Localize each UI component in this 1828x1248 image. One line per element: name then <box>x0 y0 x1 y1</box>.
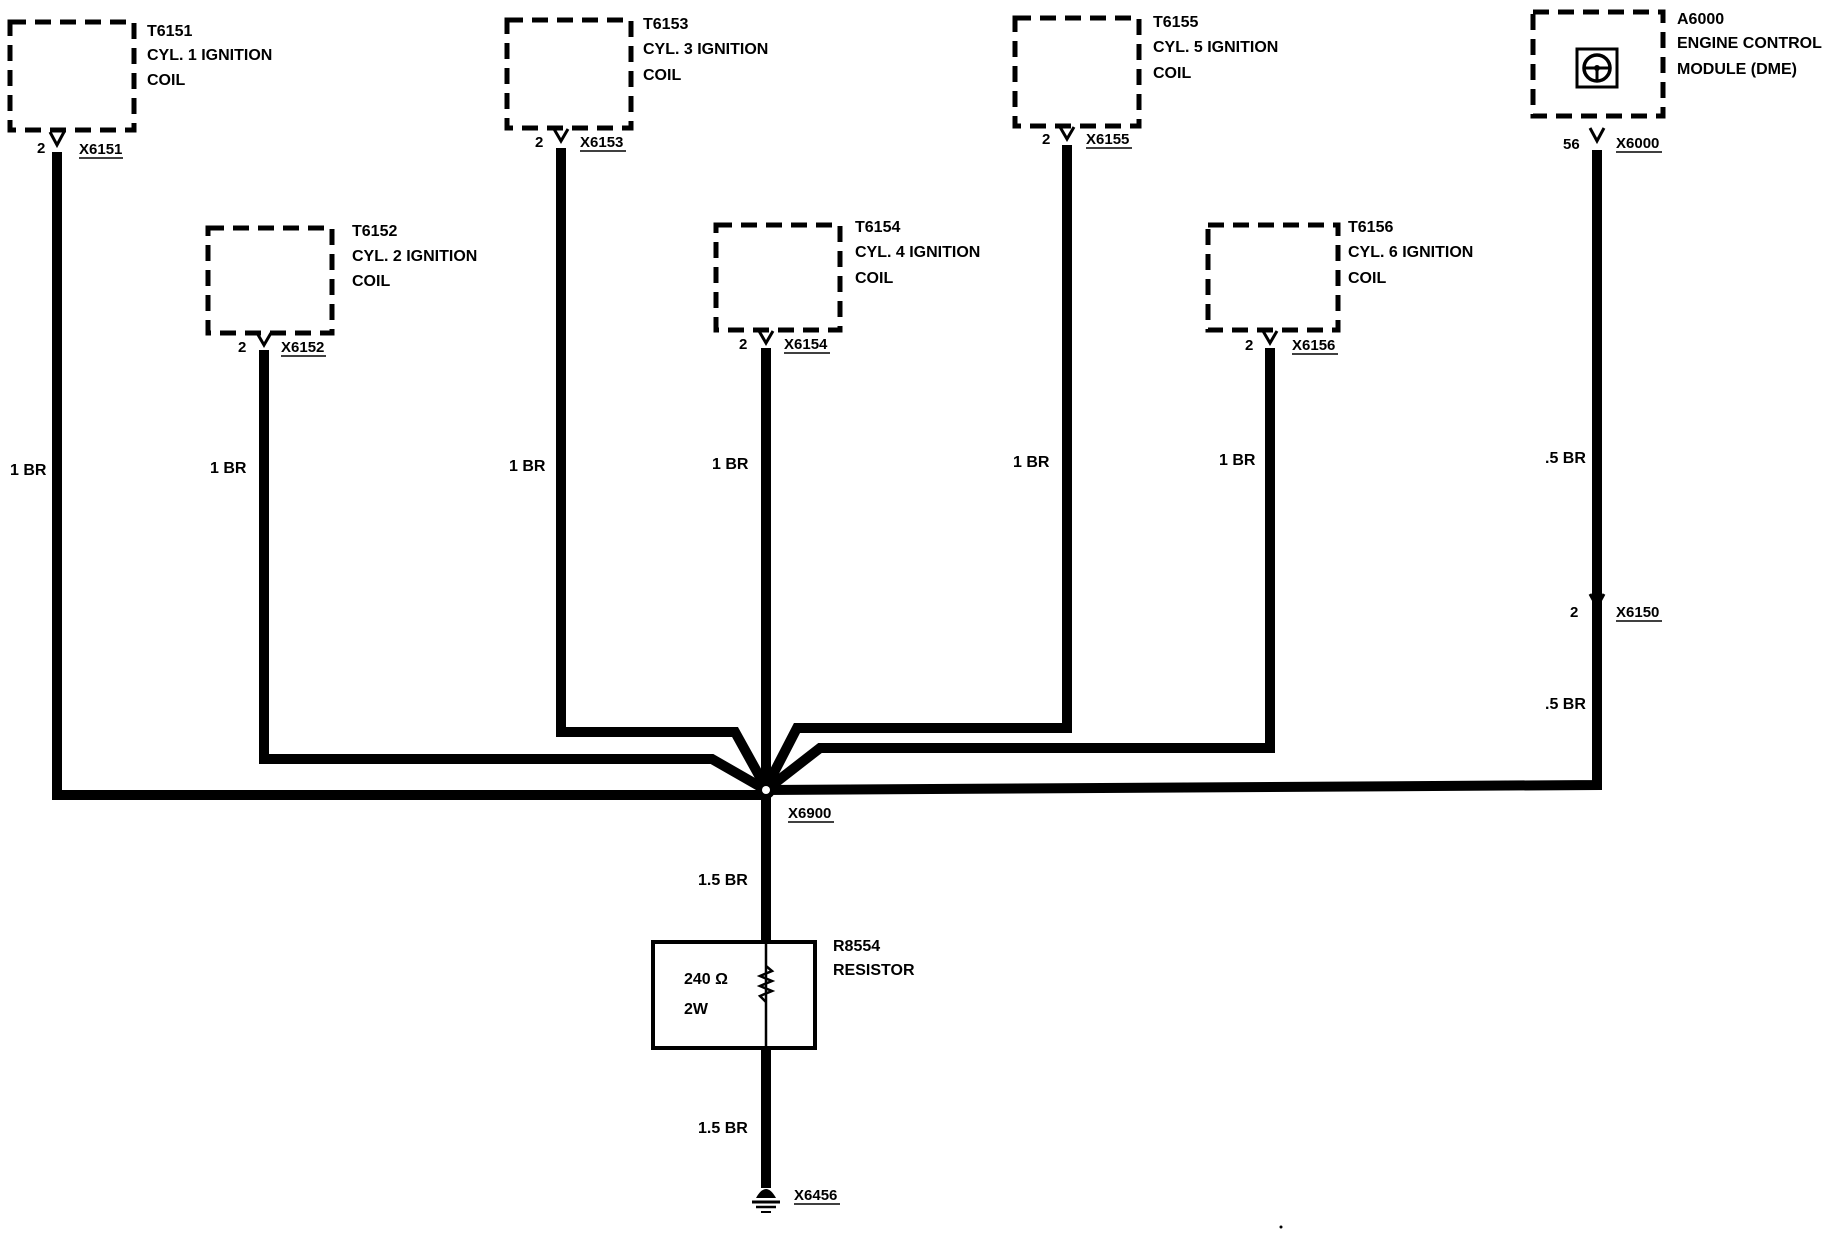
resistor-icon <box>756 965 776 1003</box>
x6151-pin: 2 <box>37 140 45 157</box>
splice-node-icon <box>757 781 775 799</box>
x6151-arrow-icon <box>48 131 66 149</box>
t6154-line2: COIL <box>855 270 893 287</box>
x6154-arrow-icon <box>757 330 775 346</box>
wire-res-lower-label: 1.5 BR <box>698 1120 748 1137</box>
wire-cyl5-label: 1 BR <box>1013 454 1050 471</box>
wire-cyl5 <box>761 145 1072 791</box>
r8554-value: 240 Ω <box>684 971 728 988</box>
x6154-name: X6154 <box>784 336 828 353</box>
t6154-id: T6154 <box>855 219 900 236</box>
t6154-box <box>713 222 843 333</box>
x6153-arrow-icon <box>552 128 570 144</box>
t6153-id: T6153 <box>643 16 688 33</box>
wire-res-upper-label: 1.5 BR <box>698 872 748 889</box>
wire-cyl1-label: 1 BR <box>10 462 47 479</box>
wire-ecm-lower-label: .5 BR <box>1545 696 1586 713</box>
t6156-id: T6156 <box>1348 219 1393 236</box>
x6000-pin: 56 <box>1563 136 1580 153</box>
wires <box>52 145 1602 1188</box>
x6153-pin: 2 <box>535 134 543 151</box>
wire-cyl6 <box>762 348 1275 794</box>
x6900-name: X6900 <box>788 805 831 822</box>
t6155-line2: COIL <box>1153 65 1191 82</box>
t6152-box <box>205 225 335 336</box>
x6000-arrow-icon <box>1588 127 1606 145</box>
wire-cyl2 <box>259 350 769 795</box>
x6000-name: X6000 <box>1616 135 1659 152</box>
x6155-arrow-icon <box>1058 126 1076 142</box>
wire-cyl2-label: 1 BR <box>210 460 247 477</box>
t6153-line2: COIL <box>643 67 681 84</box>
t6154-line1: CYL. 4 IGNITION <box>855 244 980 261</box>
wire-cyl6-label: 1 BR <box>1219 452 1256 469</box>
scan-dot <box>1279 1225 1283 1229</box>
r8554-line1: RESISTOR <box>833 962 915 979</box>
t6151-id: T6151 <box>147 23 192 40</box>
t6156-box <box>1205 222 1341 333</box>
x6156-pin: 2 <box>1245 337 1253 354</box>
x6152-pin: 2 <box>238 339 246 356</box>
a6000-line2: MODULE (DME) <box>1677 61 1797 78</box>
wire-ecm <box>765 150 1602 795</box>
x6155-name: X6155 <box>1086 131 1129 148</box>
ground-icon <box>752 1189 780 1213</box>
x6155-pin: 2 <box>1042 131 1050 148</box>
a6000-id: A6000 <box>1677 11 1724 28</box>
a6000-line1: ENGINE CONTROL <box>1677 35 1822 52</box>
r8554-id: R8554 <box>833 938 880 955</box>
r8554-power: 2W <box>684 1001 709 1018</box>
wire-cyl1 <box>52 152 766 800</box>
t6152-line2: COIL <box>352 273 390 290</box>
t6153-line1: CYL. 3 IGNITION <box>643 41 768 58</box>
t6155-id: T6155 <box>1153 14 1198 31</box>
t6156-line1: CYL. 6 IGNITION <box>1348 244 1473 261</box>
x6152-name: X6152 <box>281 339 324 356</box>
x6150-pin: 2 <box>1570 604 1578 621</box>
t6155-line1: CYL. 5 IGNITION <box>1153 39 1278 56</box>
t6152-id: T6152 <box>352 223 397 240</box>
x6156-name: X6156 <box>1292 337 1335 354</box>
t6151-line2: COIL <box>147 72 185 89</box>
x6151-name: X6151 <box>79 141 122 158</box>
x6154-pin: 2 <box>739 336 747 353</box>
t6151-box <box>7 19 137 133</box>
r8554-box <box>651 940 817 1050</box>
wire-cyl3 <box>556 148 771 791</box>
x6150-name: X6150 <box>1616 604 1659 621</box>
t6156-line2: COIL <box>1348 270 1386 287</box>
x6156-arrow-icon <box>1261 330 1279 346</box>
x6150-arrow-icon <box>1588 593 1606 611</box>
x6153-name: X6153 <box>580 134 623 151</box>
t6151-line1: CYL. 1 IGNITION <box>147 47 272 64</box>
wire-cyl4-label: 1 BR <box>712 456 749 473</box>
a6000-box <box>1530 9 1666 119</box>
x6152-arrow-icon <box>255 332 273 348</box>
connector-arrows <box>48 126 1606 611</box>
wire-cyl3-label: 1 BR <box>509 458 546 475</box>
wire-ecm-upper-label: .5 BR <box>1545 450 1586 467</box>
t6155-box <box>1012 15 1142 129</box>
t6153-box <box>504 17 634 131</box>
ecm-module-icon <box>1575 47 1619 89</box>
t6152-line1: CYL. 2 IGNITION <box>352 248 477 265</box>
x6456-name: X6456 <box>794 1187 837 1204</box>
